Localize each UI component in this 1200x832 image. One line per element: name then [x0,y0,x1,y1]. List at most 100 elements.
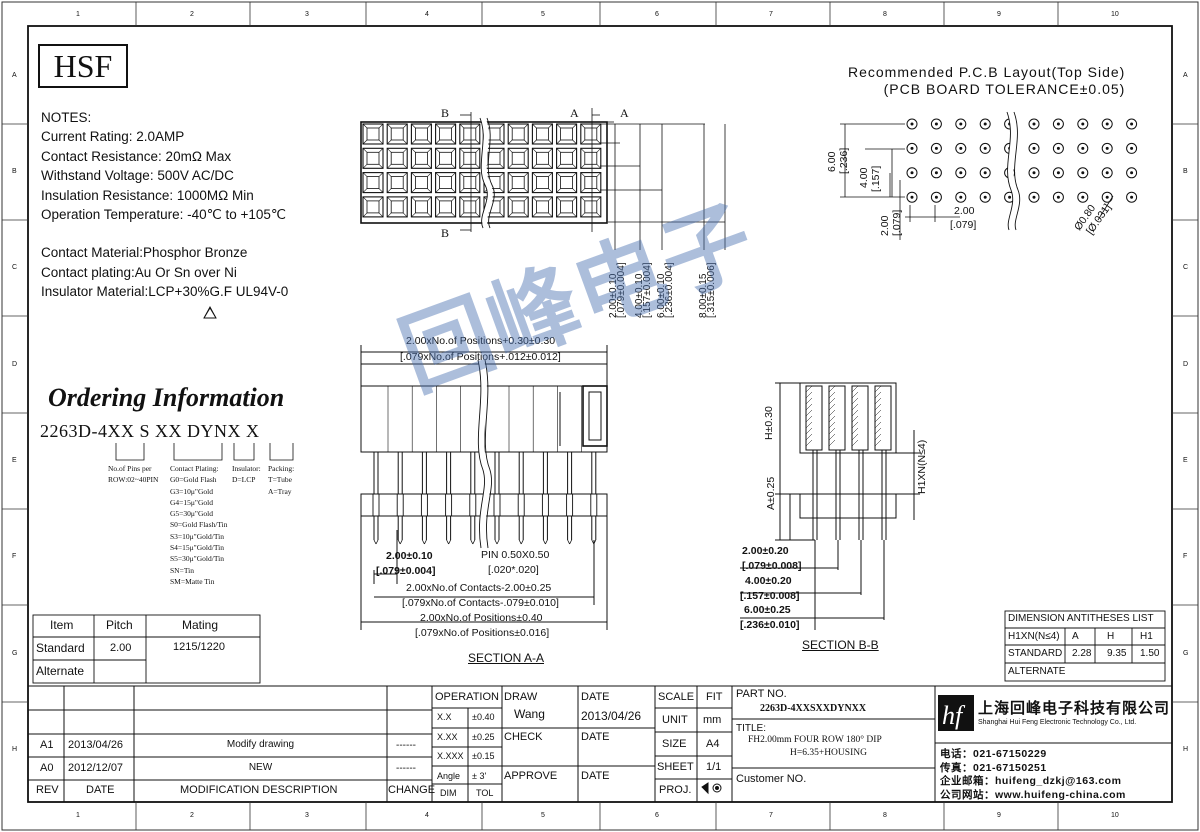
tb-proj: PROJ. [659,784,692,796]
pitch-table-cell: 1215/1220 [173,641,225,653]
ordering-part-code: 2263D-4XX S XX DYNX X [40,421,260,441]
grid-row-label: F [12,553,17,560]
tb-operation: OPERATION [435,691,499,703]
section-bb-dimension: [.236±0.010] [740,619,800,631]
revision-rev: A1 [40,739,54,751]
dimension-table-header: A [1072,631,1079,642]
company-email: 企业邮箱：huifeng_dzkj@163.com [940,775,1122,787]
svg-text:hf: hf [942,701,966,730]
dimension-table-cell: 2.28 [1072,648,1092,659]
insulator-option: Insulator: D=LCP [232,464,261,485]
grid-column-label: 9 [997,11,1001,18]
section-bb-dimension: [.157±0.008] [740,590,800,602]
pcb-dimension: [.079] [891,209,903,236]
aa-contacts-dim: [.079xNo.of Contacts-.079±0.010] [402,597,559,609]
aa-top-dim: [.079xNo.of Positions+.012±0.012] [400,351,561,363]
section-aa-title: SECTION A-A [468,651,545,665]
pcb-dimension: [.236] [838,147,850,174]
tb-tolerance-class: X.XXX [437,751,464,761]
grid-column-label: 2 [190,812,194,819]
tb-scale: SCALE [658,691,695,703]
grid-column-label: 1 [76,11,80,18]
tb-title-line: H=6.35+HOUSING [790,748,867,758]
note-line: Contact Resistance: 20mΩ Max [41,148,232,164]
grid-column-label: 10 [1111,812,1119,819]
plating-option: G5=30μ"Gold [170,509,213,519]
plating-option: S3=10μ"Gold/Tin [170,531,224,541]
aa-pitch-dim: [.079±0.004] [376,565,436,577]
pcb-dimension: 4.00 [858,167,870,188]
section-b-marker: B [441,226,450,240]
aa-pin-dim: [.020*.020] [488,564,539,576]
dimension-table-cell: 1.50 [1140,648,1160,659]
tb-size: SIZE [662,738,687,750]
grid-column-label: 3 [305,11,309,18]
plating-option: G4=15μ"Gold [170,497,213,507]
revision-date: 2012/12/07 [68,762,124,774]
plating-option: S0=Gold Flash/Tin [170,520,228,530]
dimension-table-header: H1XN(N≤4) [1008,631,1060,642]
projection-symbol-icon [701,782,722,795]
notes-heading: NOTES: [41,110,92,125]
tb-tolerance-value: ±0.25 [472,731,495,742]
pitch-table-cell: Standard [36,641,85,655]
company-fax: 传真：021-67150251 [940,761,1047,774]
packing-options: Packing: T=Tube A=Tray [268,464,295,496]
ordering-title: Ordering Information [48,383,285,412]
tb-date-label: DATE [581,691,610,703]
grid-row-label: H [12,746,18,753]
tb-tol: TOL [476,788,494,798]
plating-option: S4=15μ"Gold/Tin [170,543,224,553]
warning-triangle-icon [203,306,217,319]
dimension-table-cell: ALTERNATE [1008,666,1066,677]
section-bb-dimension: 4.00±0.20 [745,575,792,587]
pins-label: No.of Pins per ROW:02~40PIN [108,464,159,485]
revision-description: Modify drawing [226,739,295,750]
tb-fit: FIT [706,691,723,703]
revision-description: NEW [248,762,273,773]
grid-column-label: 7 [769,11,773,18]
revision-header: REV [36,784,59,796]
plating-option: S5=30μ"Gold/Tin [170,554,224,564]
pitch-table-cell: 2.00 [110,642,132,654]
plating-option: G3=10μ"Gold [170,486,213,496]
section-bb-title: SECTION B-B [802,638,879,652]
pitch-table-header-pitch: Pitch [106,618,133,632]
pcb-layout-title: Recommended P.C.B Layout(Top Side) (PCB … [848,64,1126,97]
tb-drawer: Wang [514,707,545,721]
grid-column-label: 1 [76,812,80,819]
aa-pitch-dim: 2.00±0.10 [386,550,433,562]
pcb-dimension: [.157] [870,165,882,192]
tb-tolerance-value: ± 3' [472,770,487,781]
revision-header: DATE [86,784,115,796]
grid-column-label: 8 [883,11,887,18]
grid-column-label: 5 [541,812,545,819]
plating-option: SN=Tin [170,565,194,575]
tb-unit-value: mm [703,714,722,726]
grid-row-label: C [1183,264,1189,271]
grid-row-label: B [12,168,17,175]
material-line: Insulator Material:LCP+30%G.F UL94V-0 [41,284,289,300]
section-b-marker: B [441,106,450,120]
grid-column-label: 4 [425,812,429,819]
section-aa-pins [372,359,598,549]
note-line: Current Rating: 2.0AMP [41,129,185,145]
section-bb-dimension: 2.00±0.20 [742,545,789,557]
plating-option: SM=Matte Tin [170,576,215,586]
grid-column-label: 9 [997,812,1001,819]
tb-part-no: 2263D-4XXSXXDYNXX [760,703,867,714]
grid-column-label: 8 [883,812,887,819]
tb-sheet: SHEET [657,761,694,773]
grid-column-label: 3 [305,812,309,819]
material-line: Contact Material:Phosphor Bronze [41,245,248,261]
tb-date-label: DATE [581,770,610,782]
tb-sheet-value: 1/1 [706,761,722,773]
grid-column-label: 2 [190,11,194,18]
hf-logo-icon: hf [938,695,974,731]
revision-date: 2013/04/26 [68,739,124,751]
grid-row-label: G [1183,650,1189,657]
grid-column-label: 7 [769,812,773,819]
